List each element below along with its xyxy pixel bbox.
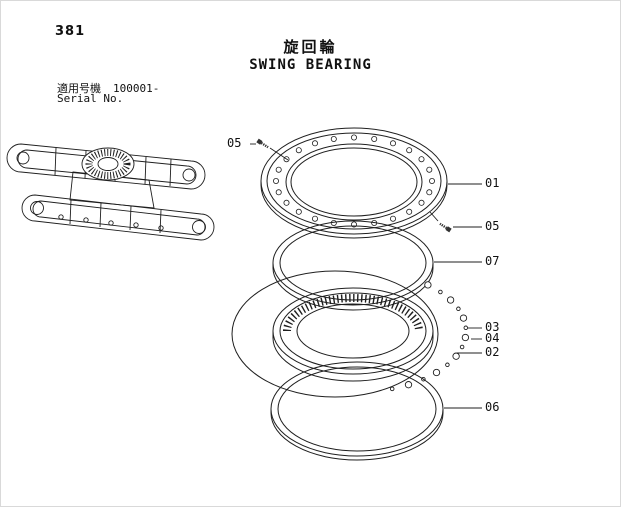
part-07-seal-ring — [272, 220, 434, 311]
bolt-icon — [437, 220, 453, 234]
callout-03: 03 — [485, 320, 500, 334]
leader-lines — [250, 143, 482, 409]
serial-applicability-line: 適用号機 100001- — [57, 80, 159, 96]
callout-07: 07 — [485, 254, 500, 268]
serial-number-value: 100001- — [113, 82, 160, 95]
callout-06: 06 — [485, 400, 500, 414]
callout-01: 01 — [485, 176, 500, 190]
bolt-holes — [272, 134, 435, 228]
exploded-view — [231, 127, 470, 461]
near-track — [21, 194, 215, 241]
car-body-frame — [69, 171, 155, 209]
serial-label-jp: 適用号機 — [57, 82, 101, 95]
page-number: 381 — [55, 24, 86, 39]
part-01-outer-ring — [260, 127, 448, 239]
undercarriage-thumbnail — [6, 143, 215, 241]
title-english: SWING BEARING — [249, 57, 372, 73]
swing-bearing-location — [81, 147, 135, 181]
bolt-icon — [255, 137, 271, 151]
outer-race-ellipse — [231, 270, 439, 398]
part-06-seal-ring — [270, 361, 444, 461]
callout-05-right: 05 — [485, 219, 500, 233]
callout-05-left: 05 — [227, 136, 242, 150]
callout-04: 04 — [485, 331, 500, 345]
gear-teeth — [283, 294, 423, 332]
callout-02: 02 — [485, 345, 500, 359]
serial-label-en: Serial No. — [57, 92, 124, 105]
title-japanese: 旋回輪 — [283, 38, 338, 56]
part-02-geared-ring — [272, 287, 434, 382]
